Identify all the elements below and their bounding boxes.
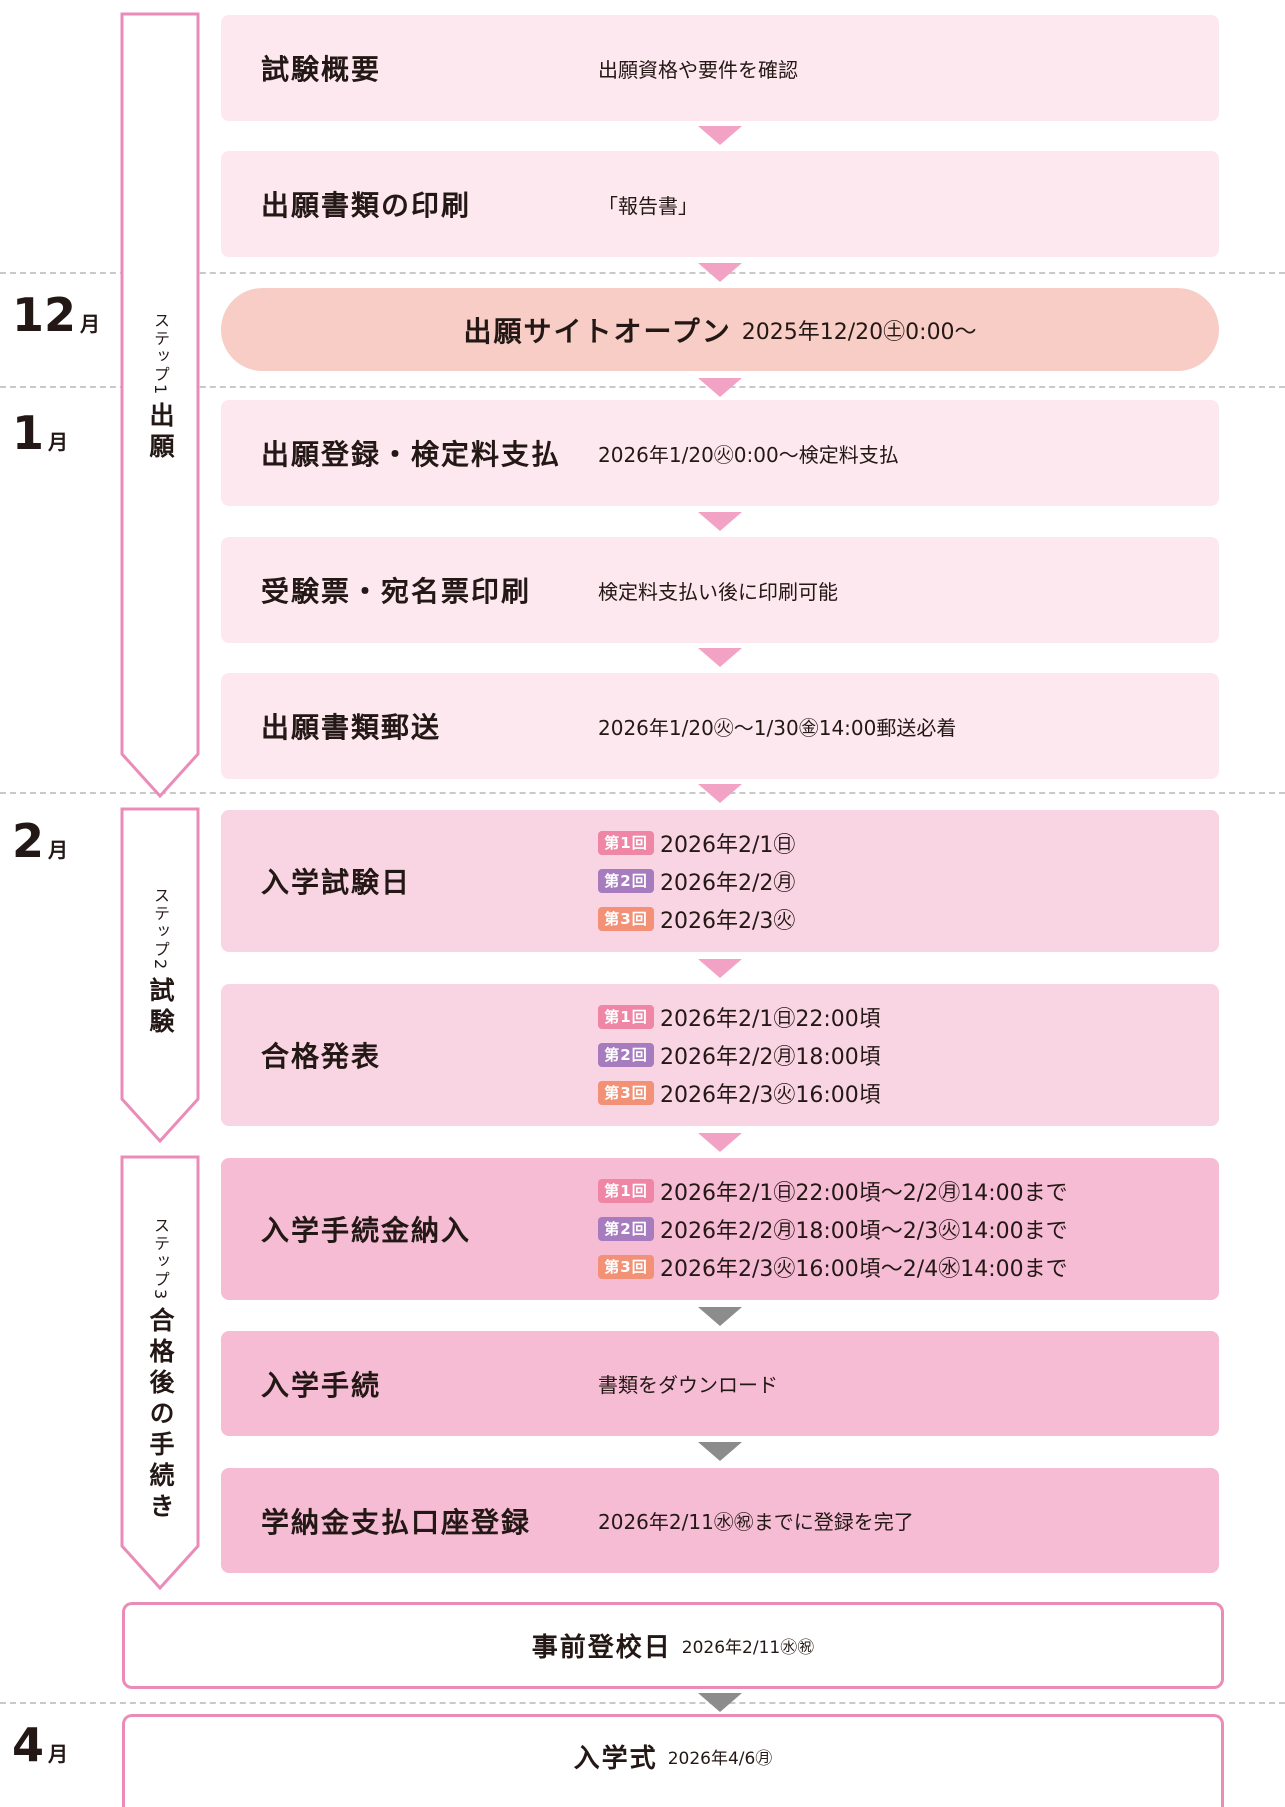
pre-enrollment-day: 事前登校日 2026年2/11㊌㊗ <box>122 1602 1224 1689</box>
step-account-registration: 学納金支払口座登録 2026年2/11㊌㊗までに登録を完了 <box>221 1468 1219 1573</box>
step-desc: 「報告書」 <box>598 193 698 218</box>
step3-label: ステップ3 <box>151 1217 170 1302</box>
step2-name: 試験 <box>146 977 175 1040</box>
flow-arrow-icon <box>698 512 742 531</box>
step-admission-procedure: 入学手続 書類をダウンロード <box>221 1331 1219 1436</box>
step-title: 学納金支払口座登録 <box>261 1505 532 1539</box>
round-badge: 第1回 <box>598 831 654 855</box>
step-title: 受験票・宛名票印刷 <box>261 575 532 608</box>
open-title: 出願サイトオープン <box>463 314 732 348</box>
step-exam-overview: 試験概要 出願資格や要件を確認 <box>221 15 1219 121</box>
month-divider <box>0 1702 1285 1704</box>
step3-rail: ステップ3 合格後の手続き <box>120 1155 200 1591</box>
flow-arrow-icon <box>698 1133 742 1152</box>
step-title: 試験概要 <box>261 53 382 86</box>
pre-day-title: 事前登校日 <box>531 1633 672 1663</box>
flow-arrow-icon <box>698 959 742 978</box>
flow-arrow-icon <box>698 1693 742 1712</box>
month-divider <box>0 272 1285 274</box>
step-title: 出願書類の印刷 <box>261 189 472 222</box>
round-badge: 第2回 <box>598 1043 654 1067</box>
step3-rail-shape <box>120 1155 200 1591</box>
step2-label: ステップ2 <box>151 887 170 972</box>
round-badge: 第3回 <box>598 907 654 931</box>
round-badge: 第1回 <box>598 1179 654 1203</box>
pre-day-date: 2026年2/11㊌㊗ <box>681 1638 815 1658</box>
round-badge: 第3回 <box>598 1081 654 1105</box>
step-desc: 2026年1/20㊋～1/30㊎14:00郵送必着 <box>598 715 957 740</box>
entrance-ceremony: 入学式 2026年4/6㊊ <box>122 1714 1224 1807</box>
flow-arrow-icon <box>698 378 742 397</box>
step-desc: 2026年1/20㊋0:00～検定料支払 <box>598 442 899 467</box>
step1-label: ステップ1 <box>151 312 170 397</box>
step1-rail-shape <box>120 12 200 798</box>
step1-rail: ステップ1 出願 <box>120 12 200 798</box>
round-badge: 第1回 <box>598 1005 654 1029</box>
round-badge: 第3回 <box>598 1255 654 1279</box>
step-title: 出願登録・検定料支払 <box>261 438 562 471</box>
ceremony-title: 入学式 <box>573 1743 658 1774</box>
step-desc: 検定料支払い後に印刷可能 <box>598 579 838 604</box>
month-divider <box>0 792 1285 794</box>
step-title: 入学手続金納入 <box>261 1214 472 1247</box>
open-date: 2025年12/20㊏0:00～ <box>741 319 977 345</box>
month-divider <box>0 386 1285 388</box>
step-print-documents: 出願書類の印刷 「報告書」 <box>221 151 1219 257</box>
step-mail-documents: 出願書類郵送 2026年1/20㊋～1/30㊎14:00郵送必着 <box>221 673 1219 779</box>
round-badge: 第2回 <box>598 869 654 893</box>
step-title: 合格発表 <box>261 1040 382 1073</box>
step-title: 出願書類郵送 <box>261 711 442 744</box>
step1-name: 出願 <box>146 402 175 465</box>
application-site-open: 出願サイトオープン 2025年12/20㊏0:00～ <box>221 288 1219 371</box>
step-desc: 出願資格や要件を確認 <box>598 57 798 82</box>
step3-name: 合格後の手続き <box>146 1307 175 1525</box>
step-print-admission-ticket: 受験票・宛名票印刷 検定料支払い後に印刷可能 <box>221 537 1219 643</box>
step2-rail-shape <box>120 807 200 1144</box>
step-desc: 書類をダウンロード <box>598 1373 778 1397</box>
ceremony-date: 2026年4/6㊊ <box>667 1748 773 1769</box>
step-desc: 2026年2/11㊌㊗までに登録を完了 <box>598 1510 914 1534</box>
flow-arrow-icon <box>698 1307 742 1326</box>
flow-arrow-icon <box>698 126 742 145</box>
flow-arrow-icon <box>698 648 742 667</box>
round-badge: 第2回 <box>598 1217 654 1241</box>
flow-arrow-icon <box>698 1442 742 1461</box>
step-registration-payment: 出願登録・検定料支払 2026年1/20㊋0:00～検定料支払 <box>221 400 1219 506</box>
flow-arrow-icon <box>698 784 742 803</box>
step-title: 入学試験日 <box>261 866 412 899</box>
step2-rail: ステップ2 試験 <box>120 807 200 1144</box>
step-title: 入学手続 <box>261 1368 382 1402</box>
flow-arrow-icon <box>698 263 742 282</box>
